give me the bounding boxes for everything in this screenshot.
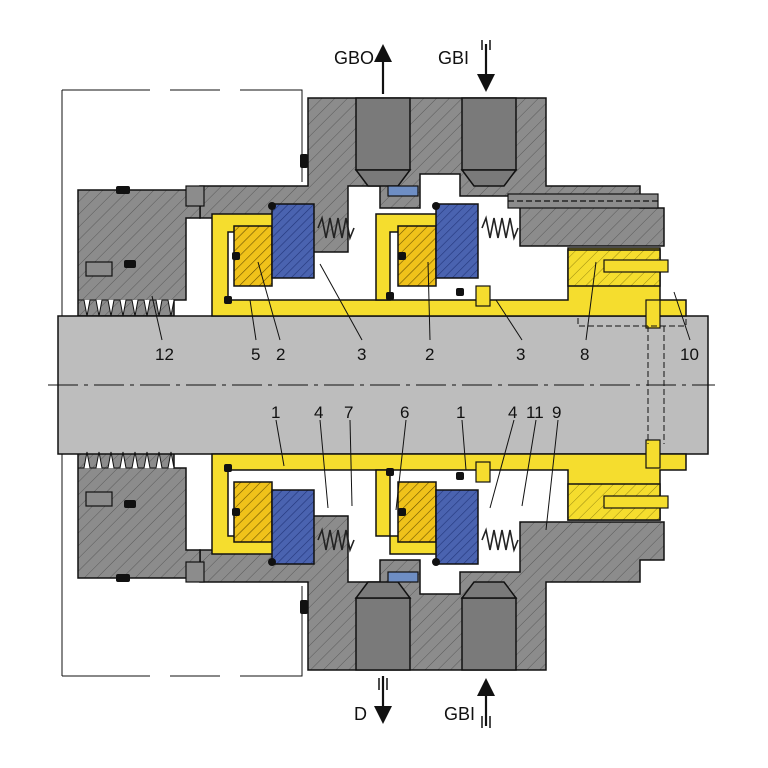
item-label-2b: 2 xyxy=(425,345,434,364)
port-label-gbo: GBO xyxy=(334,48,374,68)
item-label-1b: 1 xyxy=(456,403,465,422)
item-label-9: 9 xyxy=(552,403,561,422)
seal-housing xyxy=(77,97,665,671)
flange-bolt xyxy=(507,193,659,209)
leader-lines xyxy=(151,261,691,531)
item-label-11: 11 xyxy=(526,403,544,422)
item-label-6: 6 xyxy=(400,403,409,422)
pumping-ring xyxy=(387,185,419,583)
labyrinth-teeth xyxy=(78,299,180,469)
port-label-gbi-bottom: GBI xyxy=(444,704,475,724)
rotating-sleeve xyxy=(211,213,687,555)
item-label-8: 8 xyxy=(580,345,589,364)
item-label-1a: 1 xyxy=(271,403,280,422)
shaft xyxy=(48,315,715,455)
set-screws xyxy=(85,185,669,583)
item-label-4a: 4 xyxy=(314,403,323,422)
hidden-detail-lines xyxy=(577,316,687,444)
port-bores xyxy=(354,97,518,671)
item-label-7: 7 xyxy=(344,403,353,422)
port-label-d: D xyxy=(354,704,367,724)
item-label-10: 10 xyxy=(680,345,699,364)
item-label-3b: 3 xyxy=(516,345,525,364)
item-label-4b: 4 xyxy=(508,403,517,422)
port-arrows xyxy=(374,40,495,728)
item-label-2a: 2 xyxy=(276,345,285,364)
springs xyxy=(317,215,519,553)
item-label-12: 12 xyxy=(155,345,174,364)
item-label-3a: 3 xyxy=(357,345,366,364)
stationary-seal-faces xyxy=(271,203,479,565)
o-rings xyxy=(116,154,464,614)
port-label-gbi-top: GBI xyxy=(438,48,469,68)
item-label-5: 5 xyxy=(251,345,260,364)
